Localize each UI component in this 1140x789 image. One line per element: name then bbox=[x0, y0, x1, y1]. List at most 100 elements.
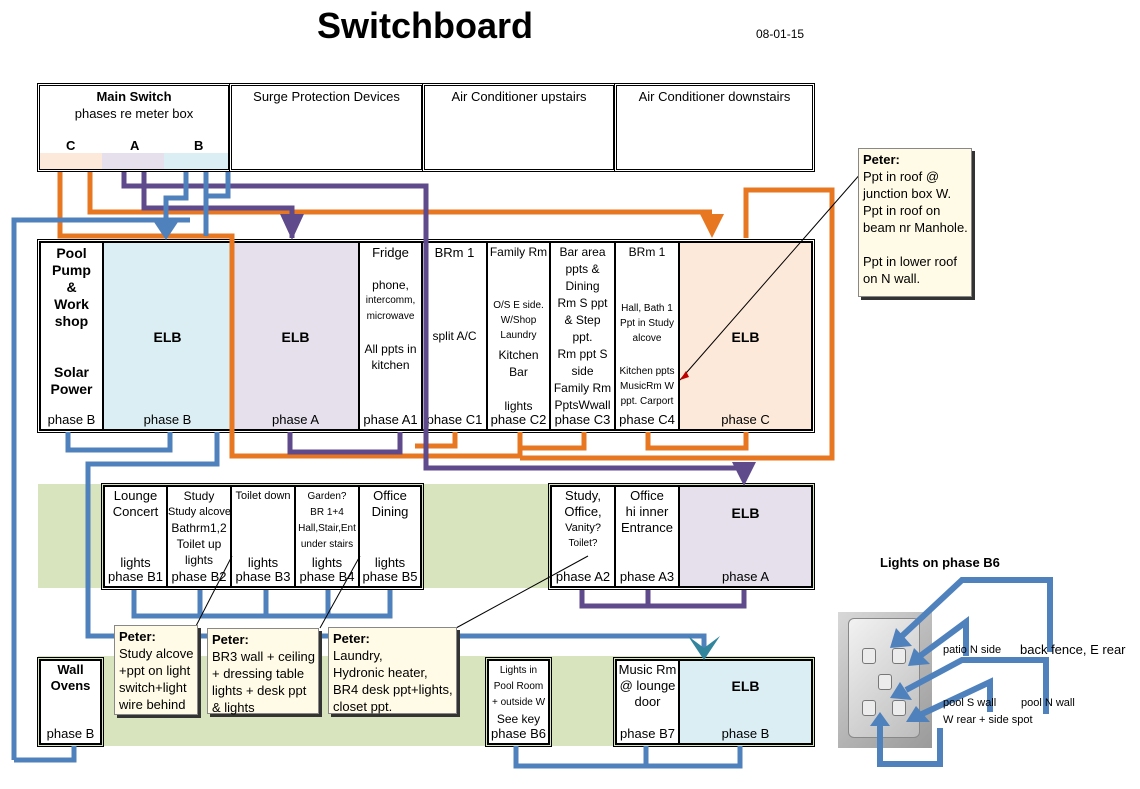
note-title: Peter: bbox=[119, 629, 156, 644]
phase-label: phase C bbox=[721, 412, 770, 427]
date-label: 08-01-15 bbox=[756, 27, 805, 41]
breaker-c1-title: BRm 1 bbox=[434, 245, 475, 260]
key-label-pool-s: pool S wall bbox=[943, 697, 997, 709]
phase-label: phase A2 bbox=[555, 569, 611, 584]
breaker-c2-title: Family Rm bbox=[489, 245, 548, 259]
phase-label: phase C1 bbox=[426, 412, 483, 427]
note-title: Peter: bbox=[333, 631, 370, 646]
surge-protection-box: Surge Protection Devices bbox=[229, 83, 424, 172]
phase-label: phase B bbox=[47, 412, 96, 427]
elb-label: ELB bbox=[731, 505, 760, 521]
elb-label: ELB bbox=[731, 678, 760, 694]
phase-a-strip bbox=[102, 153, 164, 169]
main-switch-subtitle: phases re meter box bbox=[74, 106, 194, 121]
key-label-back-fence: back fence, E rear bbox=[1020, 642, 1126, 657]
phase-label: phase C4 bbox=[619, 412, 675, 427]
phase-label: phase B bbox=[721, 726, 770, 741]
note-title: Peter: bbox=[212, 632, 249, 647]
elb-label: ELB bbox=[731, 329, 760, 345]
elb-phase-a-row2: ELB phase A bbox=[679, 486, 812, 587]
elb-phase-b-row3: ELB phase B bbox=[679, 660, 812, 744]
phase-label: phase B1 bbox=[108, 569, 163, 584]
phase-a-arrowhead bbox=[280, 214, 304, 240]
phase-label: phase A bbox=[722, 569, 769, 584]
phase-label: phase A1 bbox=[363, 412, 418, 427]
phase-label: phase B7 bbox=[620, 726, 675, 741]
surge-protection-label: Surge Protection Devices bbox=[253, 89, 400, 104]
main-switch-box: Main Switch phases re meter box C A B bbox=[37, 83, 231, 172]
phase-a-label: A bbox=[130, 138, 140, 153]
elb-phase-b: ELB phase B bbox=[103, 242, 232, 430]
ac-downstairs-label: Air Conditioner downstairs bbox=[638, 89, 791, 104]
breaker-c1-detail: split A/C bbox=[432, 329, 477, 343]
note-peter-roof: Peter: Ppt in roof @junction box W.Ppt i… bbox=[858, 148, 972, 297]
breaker-a1-text: Fridge phone,intercomm,microwave All ppt… bbox=[364, 245, 417, 372]
phase-label: phase A bbox=[272, 412, 319, 427]
phase-label: phase B3 bbox=[235, 569, 291, 584]
breaker-a2: Study,Office,Vanity?Toilet? phase A2 bbox=[551, 486, 615, 587]
row3-right-frame bbox=[485, 657, 552, 747]
note-peter-br3: Peter: BR3 wall + ceiling+ dressing tabl… bbox=[207, 628, 319, 715]
elb-phase-a: ELB phase A bbox=[232, 242, 359, 430]
breaker-a1: Fridge phone,intercomm,microwave All ppt… bbox=[359, 242, 422, 430]
ac-upstairs-box: Air Conditioner upstairs bbox=[422, 83, 616, 172]
phase-label: phase B2 bbox=[171, 569, 227, 584]
phase-label: phase B5 bbox=[362, 569, 418, 584]
note-title: Peter: bbox=[863, 152, 900, 167]
phase-c-label: C bbox=[66, 138, 76, 153]
phase-label: phase B bbox=[143, 412, 192, 427]
key-label-patio: patio N side bbox=[943, 644, 1002, 656]
key-label-pool-n: pool N wall bbox=[1021, 697, 1075, 709]
phase-b-arrowhead bbox=[154, 222, 178, 240]
phase-label: phase C2 bbox=[490, 412, 547, 427]
note-peter-laundry: Peter: Laundry,Hydronic heater,BR4 desk … bbox=[328, 627, 457, 714]
page-title: Switchboard bbox=[316, 5, 534, 46]
main-switch-title: Main Switch bbox=[96, 89, 172, 104]
switch-rocker bbox=[862, 648, 876, 664]
phase-b-strip bbox=[164, 153, 228, 169]
switch-rocker bbox=[862, 700, 876, 716]
switch-plate-photo bbox=[838, 612, 932, 748]
elb-phase-c: ELB phase C bbox=[679, 242, 812, 430]
breaker-c1: BRm 1 split A/C phase C1 bbox=[422, 242, 487, 430]
breaker-a2-text: Study,Office,Vanity?Toilet? bbox=[564, 488, 602, 549]
phase-c-strip bbox=[40, 153, 102, 169]
breaker-b3: Toilet down lights phase B3 bbox=[231, 486, 295, 587]
phase-label: phase B4 bbox=[299, 569, 355, 584]
elb-label: ELB bbox=[153, 329, 182, 345]
ac-upstairs-label: Air Conditioner upstairs bbox=[451, 89, 587, 104]
phase-label: phase B6 bbox=[491, 726, 546, 741]
phase-label: phase C3 bbox=[554, 412, 611, 427]
phase-b-label: B bbox=[194, 138, 204, 153]
phase-label: phase B bbox=[46, 726, 95, 741]
switch-rocker bbox=[892, 648, 906, 664]
key-label-w-rear: W rear + side spot bbox=[943, 714, 1033, 726]
breaker-b3-title: Toilet down bbox=[235, 490, 291, 502]
